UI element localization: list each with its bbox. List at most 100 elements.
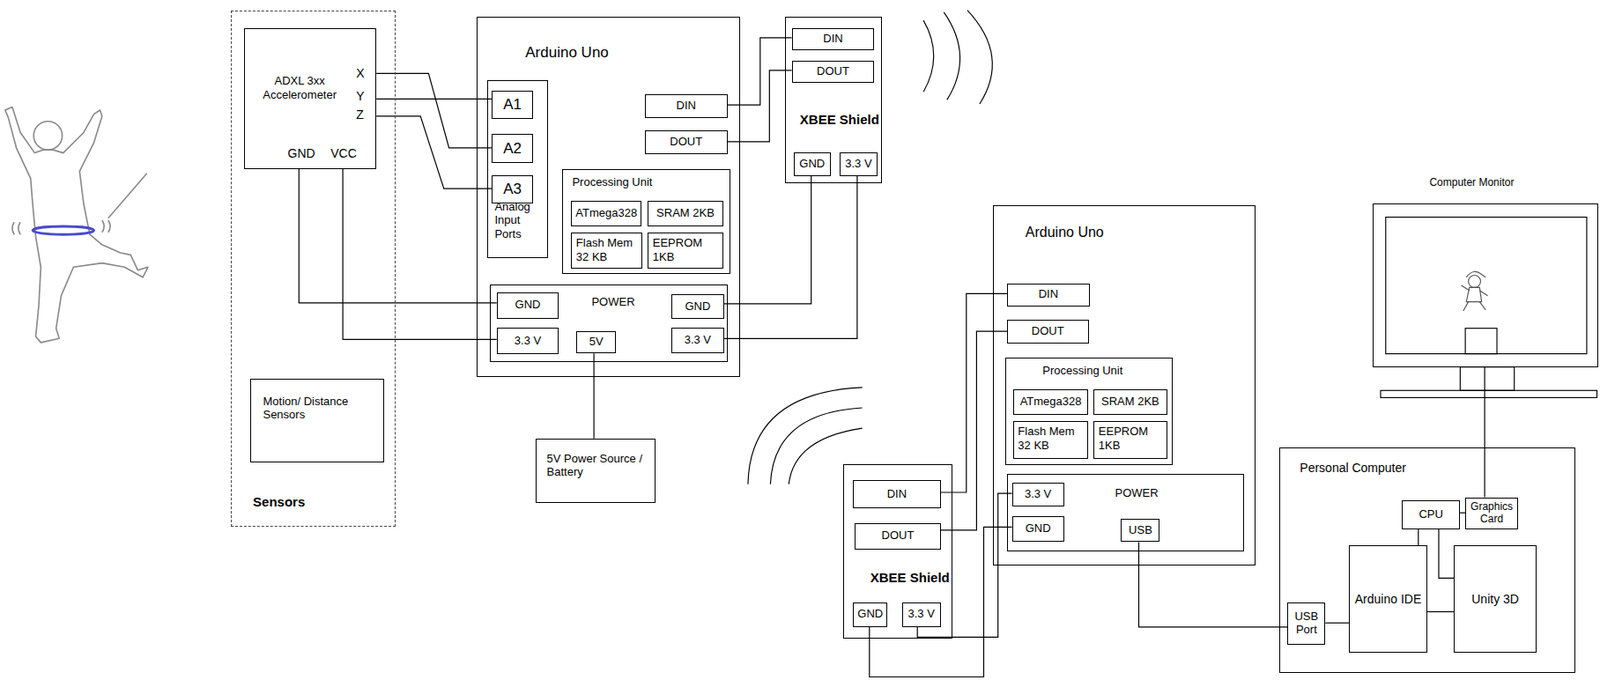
box-label: USB (1128, 524, 1153, 538)
monitor-detail (1465, 328, 1497, 355)
component-box: 5V (576, 331, 616, 354)
person-body (5, 107, 149, 343)
sensor-belt (32, 226, 94, 235)
component-box: 5V Power Source / Battery (535, 438, 656, 504)
component-box: XBEE ShieldDINDOUTGND3.3 V (843, 464, 953, 639)
wire-connector (727, 37, 793, 105)
box-label: SRAM 2KB (656, 207, 715, 221)
wire-connector (376, 116, 492, 189)
box-label: CPU (1418, 508, 1443, 522)
box-label: Processing Unit (571, 175, 652, 190)
box-label: DIN (822, 32, 843, 46)
component-box: DIN (1007, 283, 1090, 308)
wave-arc (923, 20, 934, 92)
wire-connector (727, 70, 793, 142)
box-label: Processing Unit (1042, 363, 1123, 378)
wave-arc (748, 387, 863, 485)
component-box: Flash Mem 32 KB (1013, 421, 1089, 460)
box-label: ATmega328 (575, 207, 638, 221)
wire-connector (1139, 541, 1289, 627)
component-box: EEPROM 1KB (647, 232, 724, 270)
wire-connector (869, 526, 1013, 677)
box-label: SRAM 2KB (1101, 395, 1160, 409)
wire-connector (1483, 367, 1485, 498)
component-box: A1 (491, 90, 534, 119)
pin-label: Y (355, 88, 364, 104)
component-box: USB Port (1287, 602, 1326, 646)
component-box: 3.3 V (496, 327, 560, 355)
component-box: ATmega328 (570, 200, 642, 227)
component-box: 3.3 V (839, 152, 878, 177)
wire-connector (376, 98, 492, 100)
monitor-screen (1385, 217, 1587, 355)
component-box: 3.3 V (902, 602, 941, 628)
box-label: XBEE Shield (870, 570, 950, 586)
box-label: GND (515, 298, 541, 312)
wire-connector (342, 169, 497, 340)
wire-connector (940, 293, 1008, 493)
wire-connector (1438, 529, 1454, 579)
component-box: Analog Input PortsA1A2A3 (487, 80, 549, 258)
box-label: A1 (503, 96, 522, 114)
component-box: Graphics Card (1465, 497, 1519, 530)
box-label: DOUT (816, 65, 850, 79)
box-label: Analog Input Ports (494, 200, 546, 242)
box-label: Motion/ Distance Sensors (262, 394, 380, 423)
person-head (33, 121, 62, 150)
box-label: 3.3 V (1024, 488, 1052, 502)
box-label: ADXL 3xx Accelerometer (259, 74, 341, 102)
component-box: POWERGND3.3 V5VGND3.3 V (489, 284, 728, 363)
box-label: Flash Mem 32 KB (576, 236, 640, 264)
pin-label: Z (355, 107, 364, 123)
box-label: 3.3 V (907, 607, 934, 622)
pin-label: GND (288, 146, 316, 162)
box-label: EEPROM 1KB (652, 236, 720, 264)
wireless-waves (748, 10, 993, 485)
component-box: DIN (644, 94, 728, 119)
pin-label: VCC (330, 146, 357, 162)
component-box: Arduino UnoAnalog Input PortsA1A2A3DINDO… (476, 16, 741, 378)
component-box: Arduino UnoDIN DOUT Processing UnitATmega3… (992, 205, 1256, 567)
box-label: Graphics Card (1468, 501, 1515, 526)
component-box: 3.3 V (1012, 482, 1065, 507)
component-box: ATmega328 (1013, 389, 1089, 415)
character-head (1468, 275, 1482, 289)
wave-arc (943, 12, 960, 101)
component-box: GND (793, 152, 831, 177)
component-box: Motion/ Distance Sensors (250, 378, 386, 463)
wire-connector (940, 331, 1008, 531)
monitor-neck (1459, 367, 1514, 392)
box-label: Arduino Uno (525, 44, 609, 62)
component-box: SRAM 2KB (647, 200, 724, 227)
component-box: GND (671, 294, 725, 319)
component-box: DOUT (854, 523, 941, 550)
box-label: POWER (1115, 486, 1159, 501)
component-box: Arduino IDE (1348, 545, 1428, 653)
box-label: Arduino Uno (1025, 223, 1104, 241)
component-box: XBEE Shield DIN DOUT GND 3.3 V (785, 16, 882, 185)
character-cap (1466, 271, 1486, 277)
monitor-drawing (1380, 217, 1598, 399)
group-box: Sensors ADXL 3xx AccelerometerMotion/ Dis… (230, 10, 397, 528)
box-label: DIN (676, 99, 697, 113)
component-box: Unity 3D (1453, 545, 1537, 653)
box-label: Personal Computer (1299, 460, 1407, 476)
component-box: Flash Mem 32 KB (570, 232, 642, 270)
component-box: DIN (852, 480, 941, 509)
component-box: Personal ComputerCPU Graphics CardArduino… (1279, 447, 1576, 674)
box-label: Unity 3D (1471, 592, 1519, 607)
component-box: DOUT (1007, 319, 1089, 344)
box-label: XBEE Shield (800, 111, 880, 128)
box-label: Sensors (252, 494, 305, 511)
component-box: DOUT (644, 130, 728, 155)
component-box: DOUT (792, 60, 875, 82)
component-box: Computer Monitor (1372, 203, 1599, 367)
wave-arc (788, 428, 862, 485)
monitor-base (1380, 390, 1598, 398)
box-label: USB Port (1290, 610, 1322, 638)
box-label: DOUT (669, 135, 703, 149)
component-box: A3 (491, 175, 534, 204)
